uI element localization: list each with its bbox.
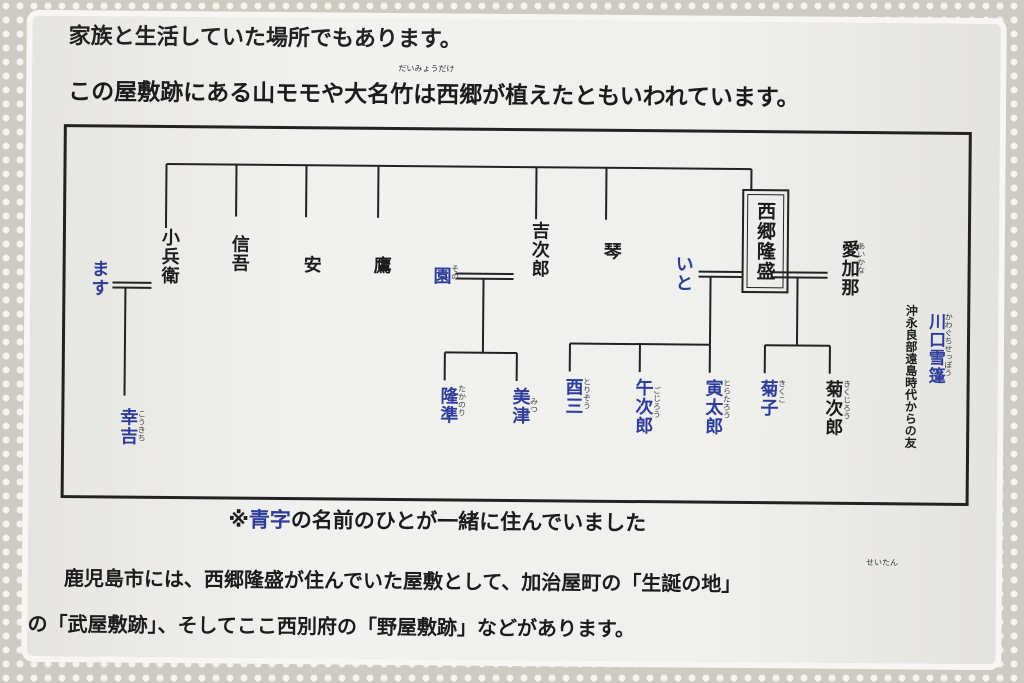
name-masu: ます <box>88 259 110 298</box>
ruby-kawaguchi: かわぐちせっぽう <box>943 312 954 377</box>
ruby-gojiro: ごじろう <box>652 386 662 419</box>
legend-prefix: ※ <box>228 507 249 532</box>
kawaguchi-note: 沖永良部遠島時代からの友 <box>903 304 919 449</box>
name-kohei: 小兵衛 <box>158 227 180 286</box>
ruby-torizo: とりぞう <box>582 377 592 410</box>
name-saigo-takamori: 西郷隆盛 <box>753 201 777 282</box>
intro-line-0: 家族と生活していた場所でもあります。 <box>68 24 462 53</box>
name-kichijiro: 吉次郎 <box>528 221 551 279</box>
ruby-toratarou: とらたろう <box>722 378 732 419</box>
footer-line-2: の「武屋敷跡」、そしてここ西別府の「野屋敷跡」などがあります。 <box>27 611 635 642</box>
legend-note: ※青字の名前のひとが一緒に住んでいました <box>228 504 646 538</box>
saigo-takamori-box: 西郷隆盛 <box>741 188 790 294</box>
ruby-kokichi: こうきち <box>137 409 147 442</box>
ruby-kikuko: きくこ <box>777 379 787 404</box>
ruby-seitan: せいたん <box>866 558 899 568</box>
footer-line-1: 鹿児島市には、西郷隆盛が住んでいた屋敷として、加治屋町の「生誕の地」 <box>64 562 742 597</box>
family-tree-lines <box>112 162 831 396</box>
name-ito: いと <box>672 254 694 293</box>
family-tree-frame: 西郷隆盛 愛加那 あいかな いと 川口雪篷 かわぐちせっぽう 沖永良部遠島時代か… <box>60 124 972 506</box>
ruby-mitsu: みつ <box>529 397 539 414</box>
intro-line-1: この屋敷跡にある山モモや大名竹は西郷が植えたともいわれています。 <box>68 79 800 112</box>
name-shingo: 信吾 <box>228 234 250 273</box>
footer-line-1b: 生誕の地 <box>641 571 722 596</box>
ruby-kikujiro: きくじろう <box>842 379 852 420</box>
ruby-aikana: あいかな <box>856 241 866 275</box>
footer-line-1a: 鹿児島市には、西郷隆盛が住んでいた屋敷として、加治屋町の「 <box>63 566 642 596</box>
name-taka: 鷹 <box>370 255 392 275</box>
legend-suffix: の名前のひとが一緒に住んでいました <box>290 508 647 536</box>
name-yasu: 安 <box>300 255 322 275</box>
name-koto: 琴 <box>600 241 622 261</box>
information-sign: 家族と生活していた場所でもあります。 だいみょうだけ この屋敷跡にある山モモや大… <box>27 15 1001 665</box>
legend-blue-text: 青字 <box>248 507 291 533</box>
ruby-daimyodake: だいみょうだけ <box>398 63 455 74</box>
ruby-takanori: たかのり <box>457 384 467 417</box>
footer-line-1c: 」 <box>721 571 742 596</box>
ruby-sono: その <box>450 264 460 281</box>
